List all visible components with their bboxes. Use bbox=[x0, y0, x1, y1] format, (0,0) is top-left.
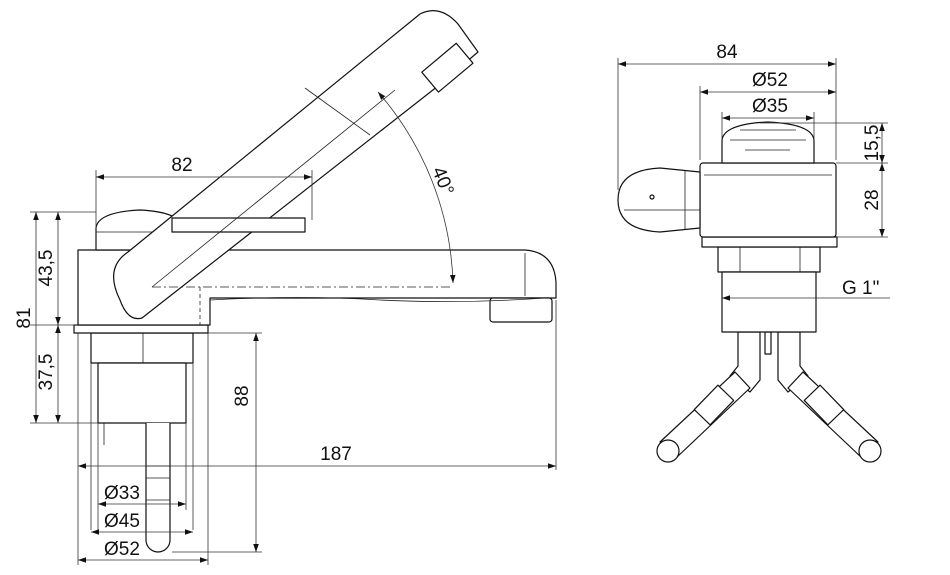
dim-height-lower: 37,5 bbox=[36, 354, 57, 391]
hose-left bbox=[656, 331, 761, 463]
dim-height-upper: 43,5 bbox=[36, 250, 57, 287]
dim-height-total: 81 bbox=[14, 307, 35, 328]
front-spout-stub bbox=[617, 167, 701, 233]
lever-handle bbox=[113, 10, 479, 320]
dim-depth-under: 88 bbox=[232, 385, 253, 406]
side-view: 82 40° 43,5 81 37,5 88 187 Ø33 Ø4 bbox=[14, 10, 557, 565]
base-plate bbox=[73, 324, 209, 334]
dim-cap-height: 15,5 bbox=[862, 125, 883, 162]
front-view: 84 Ø52 Ø35 15,5 28 G 1" bbox=[617, 42, 890, 463]
dim-lever-angle: 40° bbox=[427, 164, 457, 199]
aerator bbox=[489, 297, 553, 323]
dim-dia-mid: Ø45 bbox=[104, 511, 140, 532]
dim-dia-outer: Ø52 bbox=[104, 539, 140, 560]
dim-body-height: 28 bbox=[862, 189, 883, 210]
dim-body-width: 82 bbox=[171, 155, 192, 176]
dim-width: 84 bbox=[716, 42, 738, 63]
shank-assembly bbox=[90, 332, 194, 553]
dim-thread: G 1" bbox=[842, 278, 879, 299]
hose-right bbox=[764, 331, 882, 463]
dim-front-dia-top: Ø35 bbox=[752, 96, 788, 117]
front-body bbox=[699, 162, 837, 238]
dim-dia-inner: Ø33 bbox=[104, 483, 140, 504]
front-top-cap bbox=[721, 121, 815, 164]
dim-front-dia-outer: Ø52 bbox=[752, 70, 788, 91]
dim-length: 187 bbox=[320, 444, 352, 465]
